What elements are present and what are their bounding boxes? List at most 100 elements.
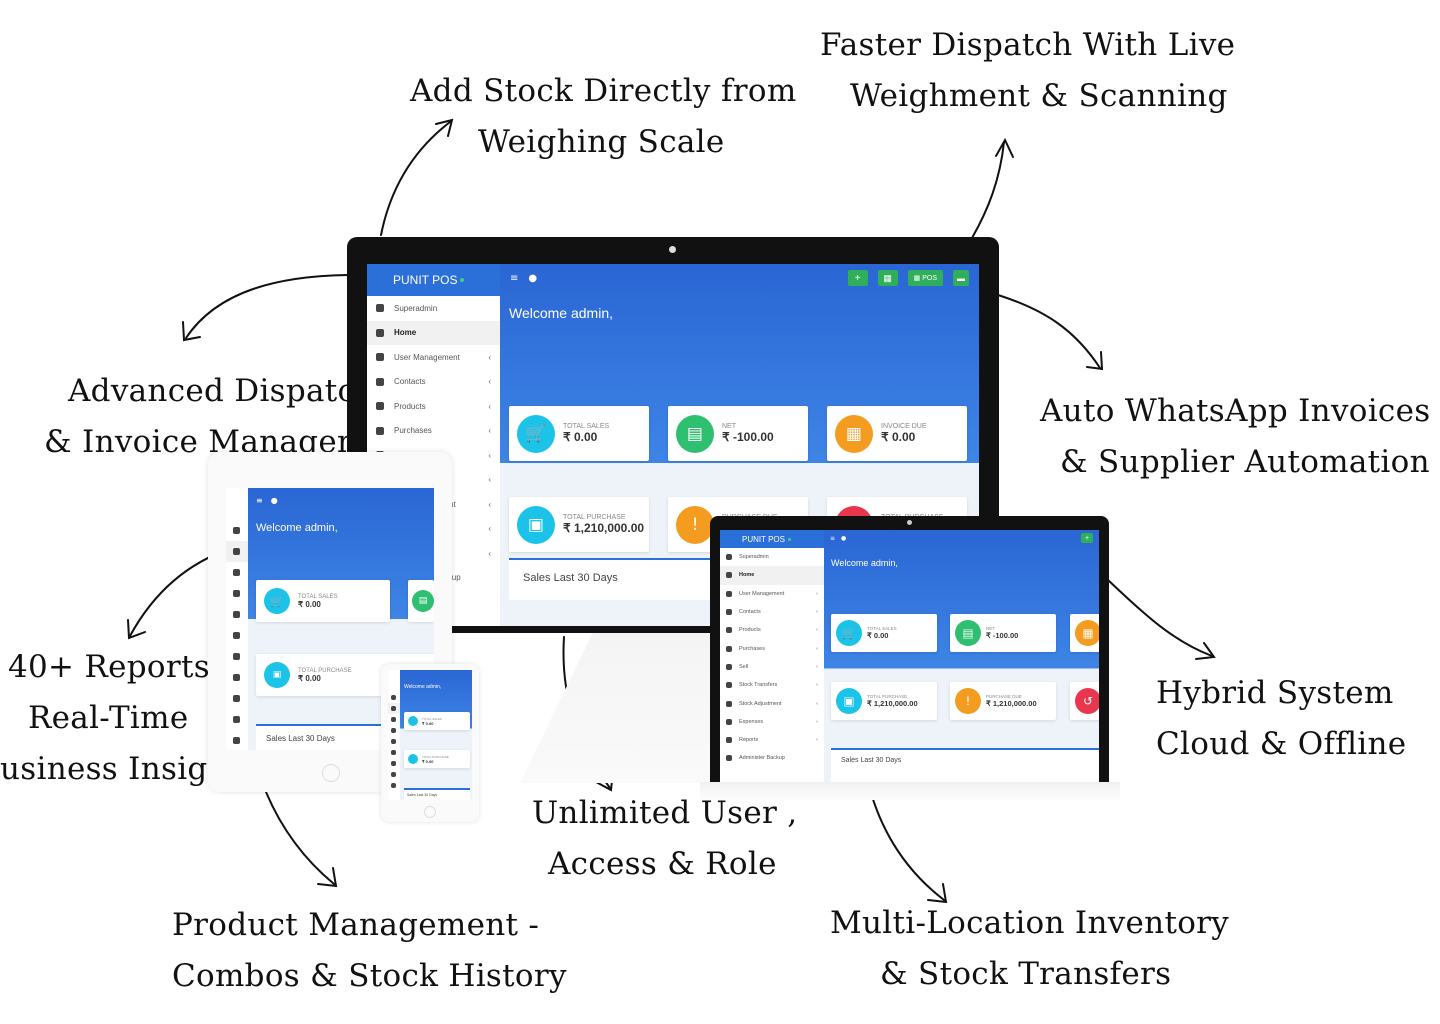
add-button[interactable]: + xyxy=(847,270,868,286)
sidebar-item-label: Administer Backup xyxy=(739,755,785,762)
sidebar-item-label: Purchases xyxy=(739,645,765,652)
sidebar-item-superadmin[interactable] xyxy=(388,692,400,703)
sidebar-item-stock-transfers[interactable] xyxy=(226,667,248,688)
pos-button[interactable]: ▦ POS xyxy=(907,270,943,286)
sidebar-item-user-management[interactable]: User Management‹ xyxy=(720,585,824,603)
sidebar-item-sell[interactable]: Sell‹ xyxy=(720,658,824,676)
sidebar-item-sell[interactable] xyxy=(388,758,400,769)
menu-item-icon xyxy=(233,569,240,576)
stat-card: 🛒 TOTAL SALES₹ 0.00 xyxy=(256,580,390,622)
sidebar-item-contacts[interactable]: Contacts‹ xyxy=(367,370,500,395)
sidebar-item-contacts[interactable] xyxy=(388,725,400,736)
camera-icon xyxy=(907,520,912,525)
sidebar-item-expenses[interactable]: Expenses‹ xyxy=(720,713,824,731)
menu-item-icon xyxy=(726,682,732,689)
menu-item-icon xyxy=(726,627,732,634)
sidebar-item-contacts[interactable] xyxy=(226,583,248,604)
sidebar-item-label: Contacts xyxy=(394,377,426,387)
cart-icon: 🛒 xyxy=(517,414,555,453)
menu-item-icon xyxy=(391,783,396,788)
sidebar-item-stock-transfers[interactable] xyxy=(388,769,400,780)
sidebar-item-user-management[interactable]: User Management‹ xyxy=(367,345,500,370)
card-value: ₹ -100.00 xyxy=(722,430,774,444)
menu-item-icon xyxy=(233,674,240,681)
return-icon: ↺ xyxy=(1075,688,1099,714)
add-button[interactable]: + xyxy=(1081,533,1093,543)
menu-icon[interactable]: ≡ xyxy=(830,534,836,542)
menu-item-icon xyxy=(391,706,396,711)
sidebar-item-products[interactable] xyxy=(388,736,400,747)
sidebar-item-stock-transfers[interactable]: Stock Transfers‹ xyxy=(720,676,824,694)
sidebar-item-superadmin[interactable] xyxy=(226,520,248,541)
menu-item-icon xyxy=(391,772,396,777)
info-icon[interactable]: ● xyxy=(270,495,278,505)
stat-card-total-purchase: ↺ xyxy=(1070,682,1099,720)
sidebar-item-reports[interactable]: Reports‹ xyxy=(720,731,824,749)
sidebar-item-user-management[interactable] xyxy=(226,562,248,583)
sidebar-item-stock-adjustment[interactable] xyxy=(226,688,248,709)
menu-icon[interactable]: ≡ xyxy=(510,272,519,284)
sidebar-item-products[interactable] xyxy=(226,604,248,625)
tablet-device: ≡ ● Welcome admin, 🛒 TOTAL SALES₹ 0.00 ▤… xyxy=(208,452,452,792)
arrow-add-stock xyxy=(380,121,451,236)
cash-icon: ▣ xyxy=(517,505,555,544)
sidebar-item-purchases[interactable]: Purchases‹ xyxy=(367,419,500,444)
sidebar-item-expenses[interactable] xyxy=(226,709,248,730)
sidebar-item-products[interactable]: Products‹ xyxy=(367,394,500,419)
card-value: ₹ 1,210,000.00 xyxy=(867,699,918,708)
home-button[interactable] xyxy=(424,806,436,818)
sales-chart-panel: Sales Last 30 Days xyxy=(831,748,1099,782)
sidebar-item-reports[interactable] xyxy=(226,730,248,750)
info-icon[interactable]: ● xyxy=(841,534,847,542)
chevron-left-icon: ‹ xyxy=(816,609,818,616)
invoice-icon: ▦ xyxy=(1075,620,1099,646)
menu-item-icon xyxy=(726,755,732,762)
sidebar-item-label: Products xyxy=(739,627,761,634)
laptop-main: ≡ ● + Welcome admin, 🛒TOTAL SALES₹ 0.00▤… xyxy=(824,530,1099,782)
card-label: TOTAL SALES xyxy=(867,626,897,631)
home-button[interactable] xyxy=(322,764,340,782)
sidebar-item-administer-backup[interactable]: Administer Backup xyxy=(720,749,824,767)
calculator-button[interactable]: ▦ xyxy=(877,270,898,286)
sidebar-item-contacts[interactable]: Contacts‹ xyxy=(720,603,824,621)
money-button[interactable]: ▬ xyxy=(953,270,969,286)
sidebar-item-sell[interactable] xyxy=(226,646,248,667)
sidebar-item-purchases[interactable] xyxy=(226,625,248,646)
sidebar-item-stock-adjustment[interactable]: Stock Adjustment‹ xyxy=(720,694,824,712)
menu-item-icon xyxy=(376,304,384,313)
arrow-whatsapp xyxy=(997,294,1101,369)
card-label: PURCHASE DUE xyxy=(986,694,1022,699)
phone-device: Welcome admin, TOTAL SALES₹ 0.00 TOTAL P… xyxy=(381,664,479,822)
sidebar-item-user-management[interactable] xyxy=(388,714,400,725)
cash-icon: ▣ xyxy=(836,688,862,714)
menu-item-icon xyxy=(391,761,396,766)
chevron-left-icon: ‹ xyxy=(816,627,818,634)
sidebar-item-superadmin[interactable]: Superadmin xyxy=(720,548,824,566)
chevron-left-icon: ‹ xyxy=(488,401,491,411)
chevron-left-icon: ‹ xyxy=(488,548,491,558)
invoice-icon: ▦ xyxy=(835,414,873,453)
card-label: TOTAL PURCHASE xyxy=(563,514,626,521)
card-value: ₹ -100.00 xyxy=(986,631,1019,640)
info-icon[interactable]: ● xyxy=(528,272,538,284)
welcome-text: Welcome admin, xyxy=(256,522,338,534)
sidebar-item-superadmin[interactable]: Superadmin xyxy=(367,296,500,321)
sidebar-item-label: Expenses xyxy=(739,718,764,725)
sidebar-item-stock-adjustment[interactable] xyxy=(388,780,400,791)
sidebar-item-purchases[interactable] xyxy=(388,747,400,758)
chevron-left-icon: ‹ xyxy=(816,663,818,670)
sidebar-item-purchases[interactable]: Purchases‹ xyxy=(720,639,824,657)
sidebar-item-home[interactable]: Home xyxy=(720,566,824,585)
menu-item-icon xyxy=(376,426,384,435)
menu-item-icon xyxy=(726,572,732,579)
sidebar-item-products[interactable]: Products ‹ xyxy=(720,621,824,639)
stat-card: TOTAL SALES₹ 0.00 xyxy=(404,712,470,730)
sidebar-item-home[interactable] xyxy=(388,703,400,714)
phone-screen: Welcome admin, TOTAL SALES₹ 0.00 TOTAL P… xyxy=(388,670,472,800)
sidebar-item-home[interactable]: Home xyxy=(367,320,500,345)
sidebar-item-home[interactable] xyxy=(226,541,248,562)
menu-icon[interactable]: ≡ xyxy=(256,495,263,505)
card-label: INVOICE DUE xyxy=(881,423,927,430)
arrow-product-mgmt xyxy=(265,791,335,885)
